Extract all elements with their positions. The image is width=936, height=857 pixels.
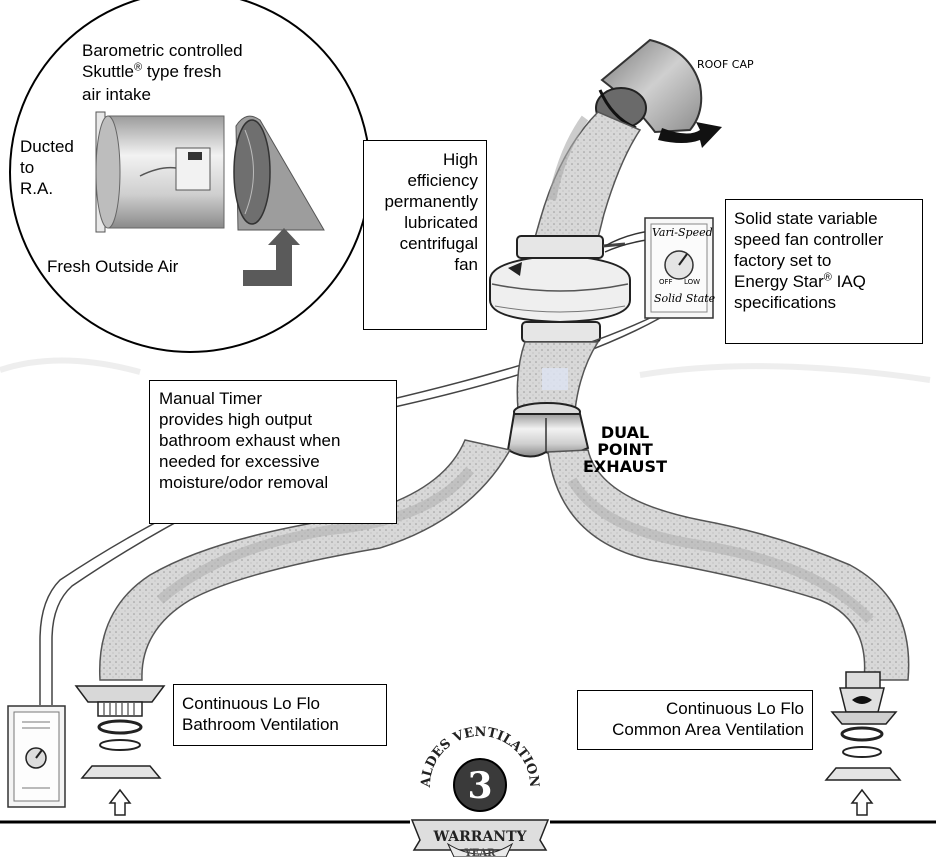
ducted-label-2: to [20, 158, 35, 177]
skuttle-brand: Skuttle [82, 62, 134, 81]
common-desc-line: Common Area Ventilation [612, 720, 804, 739]
vari-speed-label: Vari-Speed [652, 226, 713, 239]
up-arrow-icon [108, 788, 132, 816]
fan-desc-line: efficiency [407, 171, 478, 190]
registered-mark: ® [133, 61, 143, 74]
fan-description-box: High efficiency permanently lubricated c… [363, 140, 487, 330]
timer-desc-line: provides high output [159, 410, 313, 429]
dual-point-line: DUAL [600, 423, 650, 442]
right-branch-duct [547, 449, 910, 681]
low-label: LOW [684, 278, 701, 286]
controller-desc-line: Energy Star® IAQ [734, 271, 922, 292]
background-smudge [0, 357, 931, 383]
timer-description-box: Manual Timer provides high output bathro… [149, 380, 397, 524]
intake-title-line-2-rest: type fresh [142, 62, 222, 81]
centrifugal-fan [489, 235, 631, 343]
controller-desc-line: factory set to [734, 251, 832, 270]
intake-hood [233, 115, 325, 231]
fresh-air-intake-callout [9, 0, 371, 353]
timer-desc-line: Manual Timer [159, 389, 262, 408]
controller-desc-line: speed fan controller [734, 230, 884, 249]
dual-point-line: POINT [597, 440, 653, 459]
bathroom-ventilation-box: Continuous Lo Flo Bathroom Ventilation [173, 684, 387, 746]
bath-desc-line: Bathroom Ventilation [182, 715, 339, 734]
fresh-air-arrow-icon [243, 228, 300, 286]
energy-star-text: Energy Star [734, 272, 824, 291]
seal-year-text: YEAR [464, 848, 497, 857]
skuttle-damper [95, 111, 225, 233]
common-area-ventilation-box: Continuous Lo Flo Common Area Ventilatio… [577, 690, 813, 750]
dual-point-exhaust-label: DUAL POINT EXHAUST [580, 424, 670, 475]
fan-desc-line: lubricated [404, 213, 478, 232]
timer-desc-line: bathroom exhaust when [159, 431, 341, 450]
timer-desc-line: needed for excessive [159, 452, 320, 471]
registered-mark: ® [823, 271, 832, 284]
common-area-grille-assembly [824, 671, 902, 781]
off-label: OFF [659, 278, 673, 286]
controller-desc-line: Solid state variable [734, 209, 878, 228]
fan-desc-line: High [443, 150, 478, 169]
solid-state-label: Solid State [654, 292, 716, 305]
seal-ribbon-text: WARRANTY [432, 829, 527, 845]
controller-desc-line: specifications [734, 293, 837, 312]
bath-desc-line: Continuous Lo Flo [182, 694, 320, 713]
roof-cap-label: ROOF CAP [697, 58, 754, 71]
roof-cap-airflow-arrow [658, 122, 722, 148]
manual-timer-device [7, 705, 66, 808]
warranty-seal [410, 720, 550, 857]
iaq-text: IAQ [831, 272, 866, 291]
speed-controller-device [644, 217, 714, 319]
controller-description-box: Solid state variable speed fan controlle… [725, 199, 923, 344]
ducted-label-1: Ducted [20, 137, 74, 156]
seal-number: 3 [467, 765, 492, 807]
intake-title-line-3: air intake [82, 85, 151, 104]
common-desc-line: Continuous Lo Flo [666, 699, 804, 718]
intake-title-line-2: Skuttle® type fresh [82, 61, 221, 82]
fan-desc-line: centrifugal [399, 234, 478, 253]
fan-desc-line: permanently [384, 192, 478, 211]
bathroom-grille-assembly [74, 685, 166, 779]
timer-desc-line: moisture/odor removal [159, 473, 329, 492]
fan-desc-line: fan [454, 255, 478, 274]
up-arrow-icon [850, 788, 874, 816]
dual-point-line: EXHAUST [583, 457, 667, 476]
fresh-outside-air-label: Fresh Outside Air [47, 257, 179, 276]
ducted-label-3: R.A. [20, 179, 54, 198]
intake-title-line-1: Barometric controlled [82, 41, 243, 60]
